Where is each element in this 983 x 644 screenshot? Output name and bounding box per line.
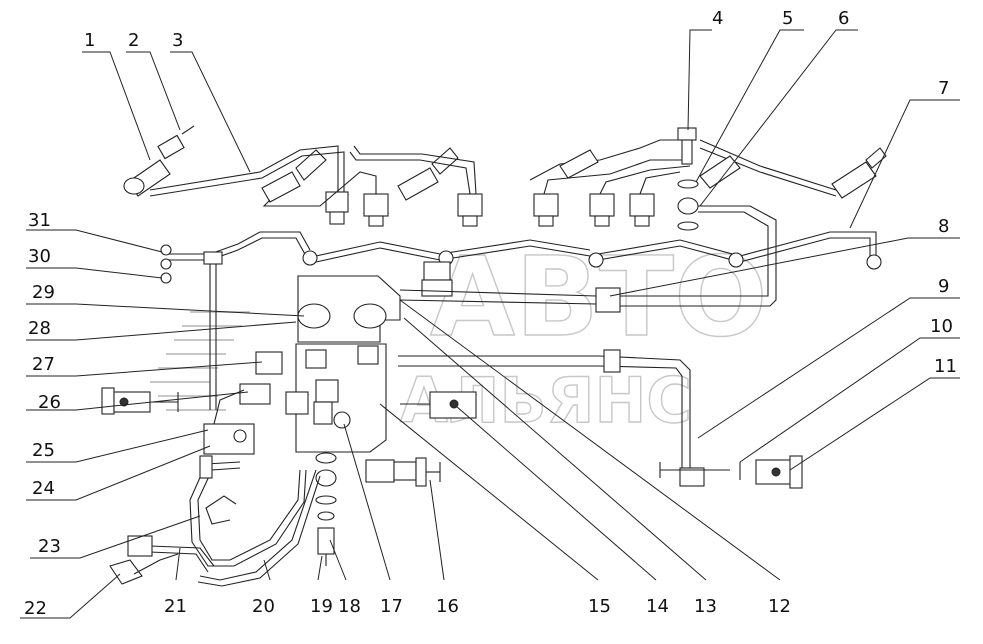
callout-13: 13 xyxy=(694,596,717,617)
callout-16: 16 xyxy=(436,596,459,617)
fitting-8 xyxy=(399,261,621,313)
callouts: 1 2 3 4 5 6 7 8 9 10 11 12 13 14 15 16 1… xyxy=(24,8,957,619)
callout-7: 7 xyxy=(938,78,949,99)
callout-21: 21 xyxy=(164,596,187,617)
leader-lines xyxy=(20,29,960,619)
callout-4: 4 xyxy=(712,8,723,29)
injector-nuts-left xyxy=(325,191,483,227)
callout-6: 6 xyxy=(838,8,849,29)
callout-24: 24 xyxy=(32,478,55,499)
callout-19: 19 xyxy=(310,596,333,617)
injector-right-1 xyxy=(559,147,887,199)
callout-5: 5 xyxy=(782,8,793,29)
callout-12: 12 xyxy=(768,596,791,617)
callout-15: 15 xyxy=(588,596,611,617)
callout-18: 18 xyxy=(338,596,361,617)
callout-31: 31 xyxy=(28,210,51,231)
callout-28: 28 xyxy=(28,318,51,339)
injector-nuts-right xyxy=(533,193,655,227)
callout-20: 20 xyxy=(252,596,275,617)
callout-2: 2 xyxy=(128,30,139,51)
callout-9: 9 xyxy=(938,276,949,297)
callout-1: 1 xyxy=(84,30,95,51)
callout-3: 3 xyxy=(172,30,183,51)
high-pressure-pipes xyxy=(149,139,837,207)
parts-drawing xyxy=(101,125,887,587)
drain-fitting xyxy=(315,452,337,566)
tee-fitting xyxy=(600,127,777,307)
injector-mid xyxy=(397,147,459,201)
injector-left-1 xyxy=(123,125,195,197)
callout-23: 23 xyxy=(38,536,61,557)
fuel-pump-block xyxy=(239,275,401,453)
bolt-26 xyxy=(101,387,179,415)
callout-30: 30 xyxy=(28,246,51,267)
fitting-16 xyxy=(365,457,441,487)
callout-29: 29 xyxy=(32,282,55,303)
callout-27: 27 xyxy=(32,354,55,375)
callout-22: 22 xyxy=(24,598,47,619)
return-line xyxy=(160,231,882,410)
injector-left-2 xyxy=(261,149,327,203)
fitting-14 xyxy=(400,391,477,419)
callout-8: 8 xyxy=(938,216,949,237)
callout-10: 10 xyxy=(930,316,953,337)
callout-11: 11 xyxy=(934,356,957,377)
callout-26: 26 xyxy=(38,392,61,413)
callout-17: 17 xyxy=(380,596,403,617)
callout-25: 25 xyxy=(32,440,55,461)
low-pressure-pipes xyxy=(109,389,321,587)
callout-14: 14 xyxy=(646,596,669,617)
